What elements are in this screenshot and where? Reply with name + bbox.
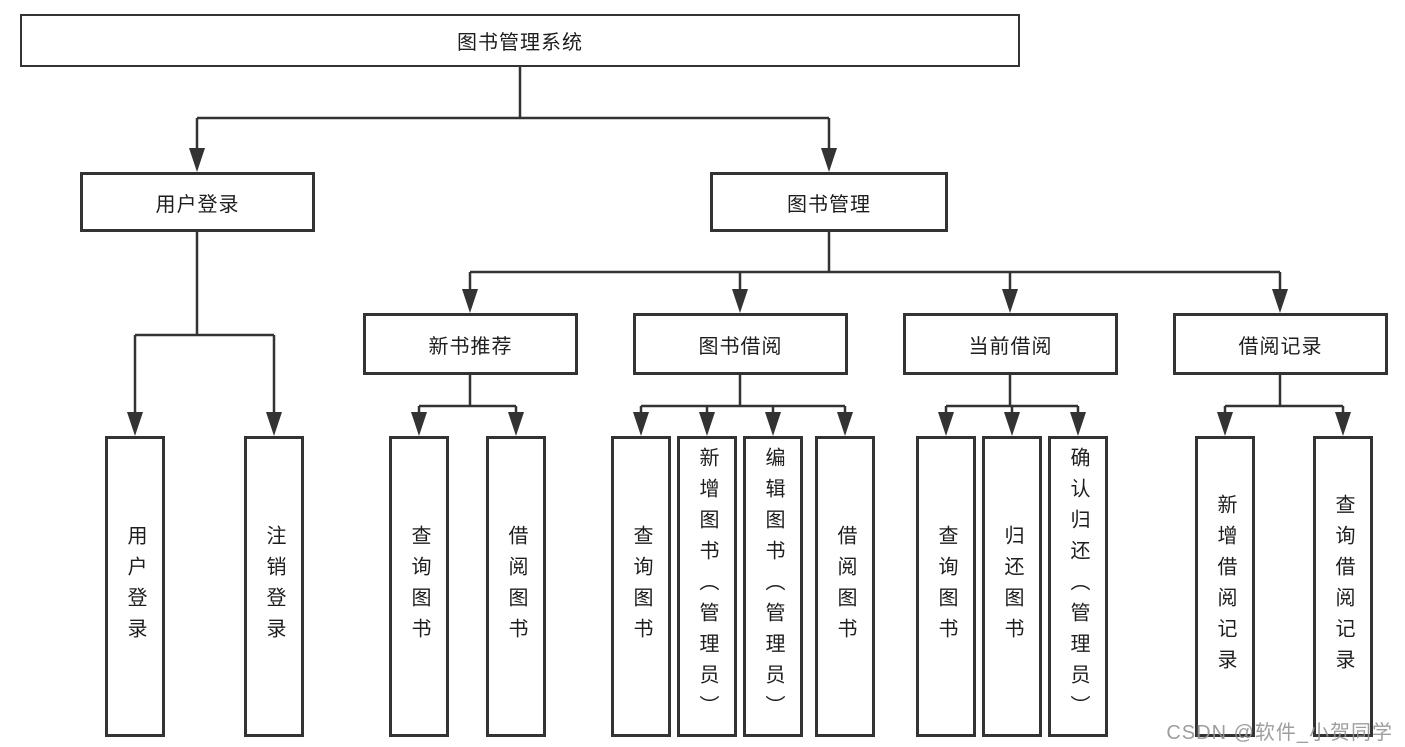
connector-new-book	[417, 375, 518, 418]
leaf-label: 归还图书	[1001, 524, 1023, 649]
arrow-icon	[938, 412, 954, 436]
leaf-label: 新增借阅记录	[1214, 493, 1236, 680]
arrow-icon	[821, 148, 837, 172]
arrow-icon	[508, 412, 524, 436]
node-current-borrow: 当前借阅	[903, 313, 1118, 375]
leaf-query-borrow-record: 查询借阅记录	[1313, 436, 1373, 737]
arrow-icon	[1004, 412, 1020, 436]
csdn-watermark: CSDN @软件_小贺同学	[1166, 722, 1393, 744]
leaf-label: 确认归还（管理员）	[1067, 447, 1089, 726]
leaf-label: 查询图书	[935, 524, 957, 649]
leaf-label: 借阅图书	[505, 524, 527, 649]
leaf-label: 借阅图书	[834, 524, 856, 649]
leaf-add-book-admin: 新增图书（管理员）	[677, 436, 737, 737]
arrow-icon	[1272, 289, 1288, 313]
arrow-icon	[411, 412, 427, 436]
connector-current-borrow	[944, 375, 1080, 418]
arrow-icon	[1070, 412, 1086, 436]
connector-book-management	[468, 232, 1282, 292]
arrow-icon	[127, 412, 143, 436]
arrow-icon	[633, 412, 649, 436]
connector-user-login	[133, 232, 276, 418]
arrow-icon	[1335, 412, 1351, 436]
node-root-system: 图书管理系统	[20, 14, 1020, 67]
leaf-borrow-books: 借阅图书	[815, 436, 875, 737]
connector-book-borrow	[639, 375, 847, 418]
leaf-label: 查询图书	[630, 524, 652, 649]
node-user-login: 用户登录	[80, 172, 315, 232]
arrow-icon	[1002, 289, 1018, 313]
leaf-confirm-return-admin: 确认归还（管理员）	[1048, 436, 1108, 737]
node-borrow-records: 借阅记录	[1173, 313, 1388, 375]
leaf-label: 查询图书	[408, 524, 430, 649]
arrow-icon	[266, 412, 282, 436]
node-book-management: 图书管理	[710, 172, 948, 232]
arrow-icon	[732, 289, 748, 313]
leaf-label: 新增图书（管理员）	[696, 447, 718, 726]
leaf-query-books-recommend: 查询图书	[389, 436, 449, 737]
leaf-add-borrow-record: 新增借阅记录	[1195, 436, 1255, 737]
leaf-edit-book-admin: 编辑图书（管理员）	[743, 436, 803, 737]
arrow-icon	[765, 412, 781, 436]
connector-root	[195, 67, 831, 152]
leaf-label: 编辑图书（管理员）	[762, 447, 784, 726]
leaf-logout: 注销登录	[244, 436, 304, 737]
node-new-book-recommend: 新书推荐	[363, 313, 578, 375]
arrow-icon	[699, 412, 715, 436]
arrow-icon	[189, 148, 205, 172]
arrow-icon	[462, 289, 478, 313]
leaf-label: 查询借阅记录	[1332, 493, 1354, 680]
leaf-query-books-current: 查询图书	[916, 436, 976, 737]
arrow-icon	[837, 412, 853, 436]
leaf-return-book: 归还图书	[982, 436, 1042, 737]
leaf-label: 注销登录	[263, 524, 285, 649]
leaf-borrow-books-recommend: 借阅图书	[486, 436, 546, 737]
connector-borrow-records	[1223, 375, 1345, 418]
leaf-label: 用户登录	[124, 524, 146, 649]
node-book-borrow: 图书借阅	[633, 313, 848, 375]
leaf-user-login: 用户登录	[105, 436, 165, 737]
leaf-query-books-borrow: 查询图书	[611, 436, 671, 737]
arrow-icon	[1217, 412, 1233, 436]
